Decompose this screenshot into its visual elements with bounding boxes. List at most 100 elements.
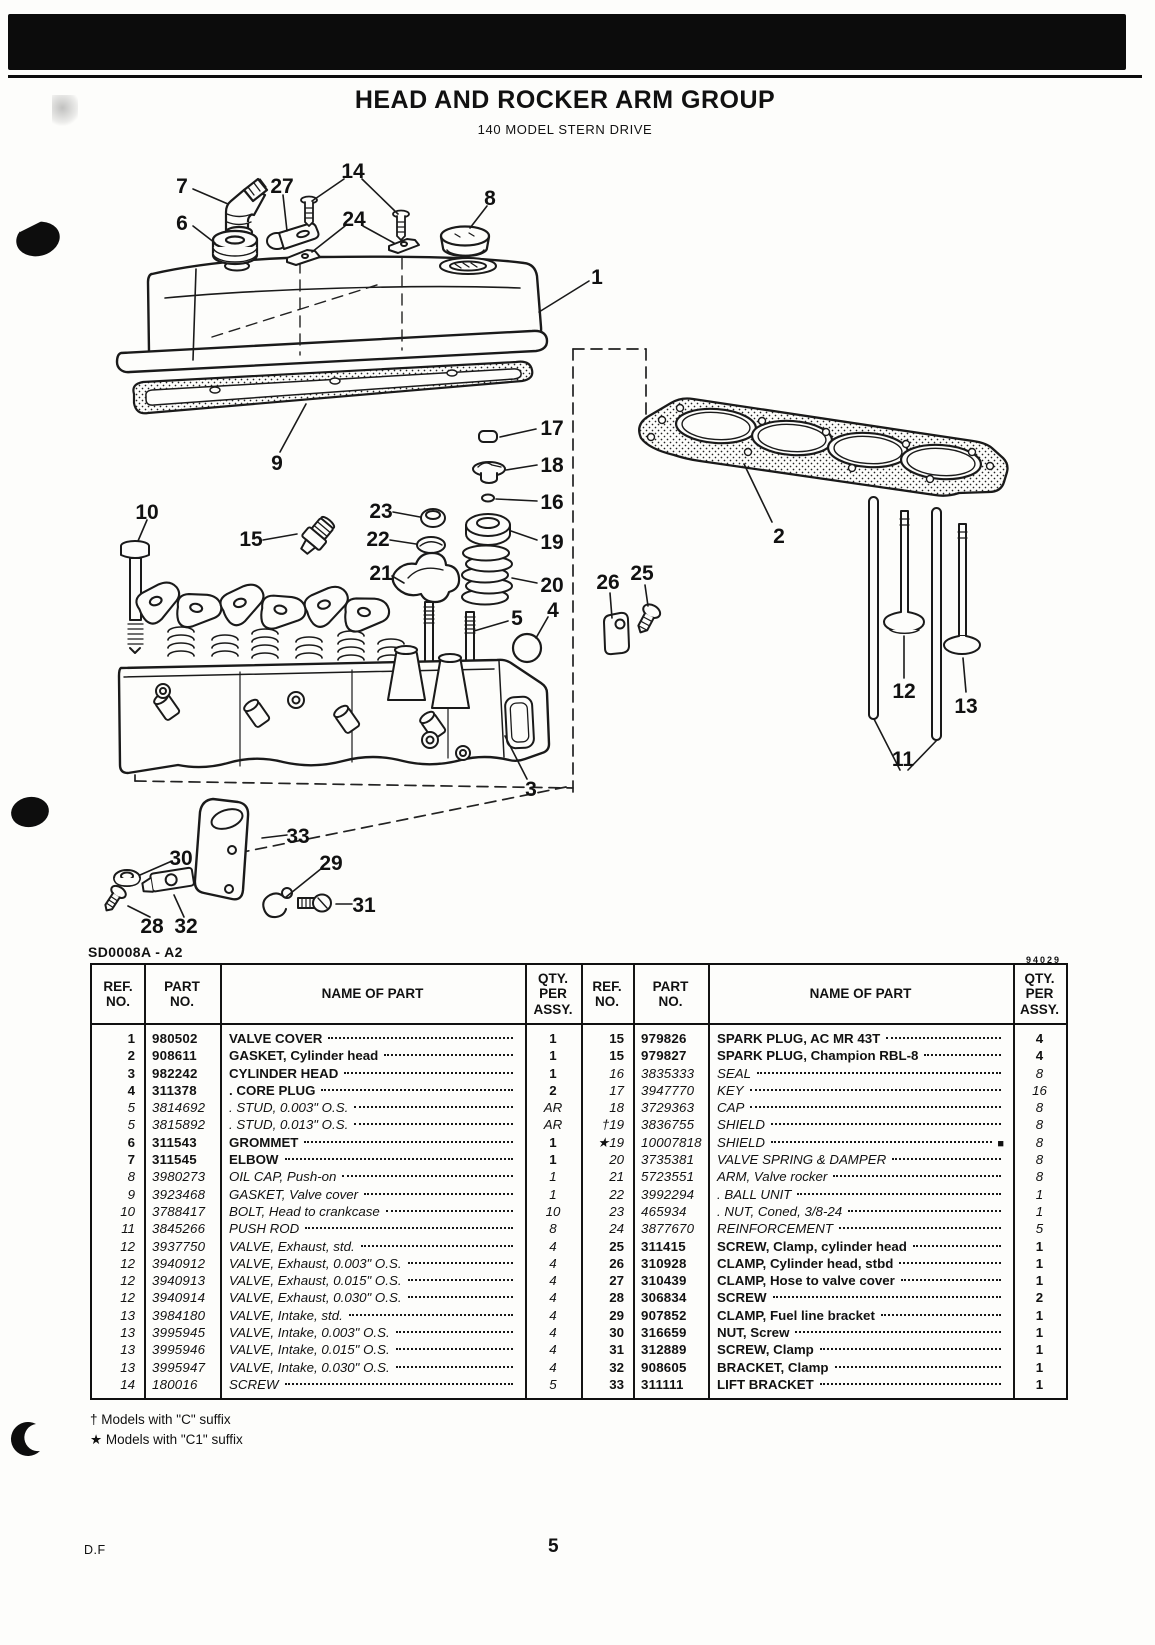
table-divider (708, 965, 710, 1398)
part-name: CLAMP, Hose to valve cover (708, 1272, 1013, 1289)
callout-30: 30 (169, 847, 192, 870)
scan-smudge (52, 95, 78, 127)
callout-16: 16 (540, 491, 563, 514)
callout-18: 18 (540, 454, 564, 477)
diagram-code: SD0008A - A2 (88, 944, 183, 960)
callout-28: 28 (140, 915, 164, 938)
part-name: LIFT BRACKET (708, 1376, 1013, 1393)
valve-cover-drawing (115, 255, 549, 374)
col-name-header: NAME OF PART (809, 986, 912, 1002)
table-divider (633, 965, 635, 1398)
callout-29: 29 (319, 852, 342, 875)
leader-lines (127, 178, 967, 918)
part-name: SCREW, Clamp, cylinder head (708, 1238, 1013, 1255)
callout-1: 1 (591, 266, 603, 289)
part-name: VALVE, Exhaust, 0.015" O.S. (220, 1272, 525, 1289)
callout-19: 19 (540, 531, 563, 554)
top-black-bar (8, 14, 1126, 70)
part-name: BRACKET, Clamp (708, 1359, 1013, 1376)
part-name: . STUD, 0.013" O.S. (220, 1116, 525, 1133)
parts-table: REF. NO. PART NO. NAME OF PART QTY. PER … (90, 963, 1068, 1400)
part-name: VALVE, Exhaust, 0.030" O.S. (220, 1289, 525, 1306)
footnote-dagger: † Models with "C" suffix (90, 1412, 231, 1427)
callout-13: 13 (954, 695, 977, 718)
part-name: NUT, Screw (708, 1324, 1013, 1341)
top-rule (8, 75, 1142, 78)
fuel-line-hardware-drawing (104, 866, 332, 919)
reinforcement-drawing (286, 238, 420, 266)
valve-cover-gasket-drawing (132, 360, 534, 415)
part-name: SHIELD (708, 1116, 1013, 1133)
part-name: OIL CAP, Push-on (220, 1168, 525, 1185)
scan-number: 94029 (1026, 955, 1062, 965)
callout-11: 11 (892, 748, 915, 771)
callout-8: 8 (484, 187, 496, 210)
head-bolt-drawing (120, 540, 150, 654)
part-name: CYLINDER HEAD (220, 1065, 525, 1082)
part-name: ELBOW (220, 1151, 525, 1168)
part-name: VALVE SPRING & DAMPER (708, 1151, 1013, 1168)
col-ref-header: REF. NO. (103, 978, 133, 1009)
part-name: . CORE PLUG (220, 1082, 525, 1099)
oil-cap-drawing (439, 225, 491, 258)
valve-train-small-parts (461, 430, 513, 606)
part-name: VALVE COVER (220, 1030, 525, 1047)
part-name: PUSH ROD (220, 1220, 525, 1237)
part-name: SHIELD■ (717, 1134, 1004, 1150)
part-name: SEAL (708, 1065, 1013, 1082)
col-qty-header: QTY. PER ASSY. (1019, 971, 1060, 1017)
callout-4: 4 (547, 599, 559, 622)
push-rods-drawing (868, 496, 942, 741)
callout-5: 5 (511, 607, 523, 630)
col-part-header: PART NO. (164, 978, 200, 1009)
callout-12: 12 (892, 680, 915, 703)
callout-7: 7 (176, 175, 188, 198)
part-name: REINFORCEMENT (708, 1220, 1013, 1237)
rocker-row-drawing (135, 581, 405, 661)
hose-clamp-drawing (266, 222, 320, 250)
cylinder-head-drawing (117, 644, 551, 775)
callout-25: 25 (630, 562, 654, 585)
cover-screws-drawing (300, 195, 410, 241)
head-gasket-drawing (638, 397, 1009, 497)
part-name: . NUT, Coned, 3/8-24 (708, 1203, 1013, 1220)
header-rule (92, 1023, 1066, 1026)
lift-bracket-drawing (193, 797, 250, 901)
grommet-drawing (211, 229, 259, 266)
table-header: REF. NO. PART NO. NAME OF PART QTY. PER … (92, 965, 1066, 1023)
callout-26: 26 (596, 571, 619, 594)
part-name: CAP (708, 1099, 1013, 1116)
callout-23: 23 (369, 500, 392, 523)
part-name: BOLT, Head to crankcase (220, 1203, 525, 1220)
part-name: VALVE, Exhaust, 0.003" O.S. (220, 1255, 525, 1272)
part-name: KEY (708, 1082, 1013, 1099)
callout-33: 33 (286, 825, 309, 848)
callout-31: 31 (352, 894, 376, 917)
callout-20: 20 (540, 574, 563, 597)
spark-plug-drawing (300, 515, 336, 555)
part-name: GROMMET (220, 1134, 525, 1151)
core-plug-drawing (511, 632, 543, 664)
punch-hole-marks (10, 220, 60, 1456)
col-qty-header: QTY. PER ASSY. (533, 971, 573, 1017)
table-divider (144, 965, 146, 1398)
elbow-drawing (224, 177, 269, 239)
col-ref-header: REF. NO. (592, 978, 622, 1009)
callout-10: 10 (135, 501, 158, 524)
